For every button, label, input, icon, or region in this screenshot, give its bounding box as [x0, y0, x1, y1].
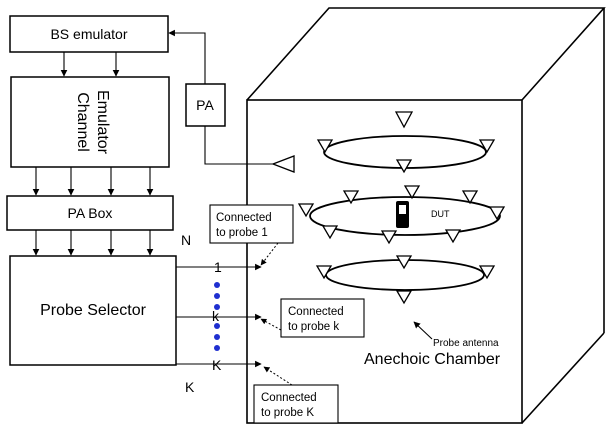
- probe-antenna-icon: [461, 190, 479, 205]
- probe-antenna-icon: [478, 265, 496, 280]
- pa-box-block: PA Box: [6, 195, 174, 231]
- probe-antenna-icon: [395, 255, 413, 270]
- port-label-k-upper: K: [212, 357, 222, 373]
- port-dot: [214, 304, 220, 310]
- port-label-k-outside: K: [185, 379, 195, 395]
- channel-emulator-label-2: Emulator: [94, 90, 111, 155]
- callout-probe-k: Connected to probe k: [260, 298, 365, 338]
- probe-antenna-icon: [316, 139, 334, 154]
- probe-antenna-icon: [321, 225, 339, 240]
- probe-antenna-icon: [488, 206, 506, 221]
- arrow-pa-to-bs: [168, 29, 206, 84]
- line-antenna-to-pa: [204, 126, 273, 165]
- callout-probe-1-line1: Connected: [216, 212, 272, 224]
- probe-antennas: [297, 111, 506, 305]
- probe-antenna-icon: [444, 229, 462, 244]
- pa-block: PA: [185, 83, 226, 127]
- port-dot: [214, 345, 220, 351]
- chamber-bottom-right-edge: [521, 332, 605, 424]
- probe-antenna-icon: [395, 290, 413, 305]
- port-dot: [214, 334, 220, 340]
- probe-antenna-label: Probe antenna: [433, 338, 499, 349]
- port-dot: [214, 323, 220, 329]
- bs-emulator-block: BS emulator: [9, 15, 169, 53]
- callout-probe-K-line2: to probe K: [261, 407, 314, 419]
- channel-emulator-label-1: Channel: [74, 92, 91, 152]
- probe-antenna-icon: [395, 159, 413, 174]
- port-dots: [214, 282, 220, 351]
- channel-emulator-block: Channel Emulator: [10, 76, 170, 168]
- callout-probe-1-line2: to probe 1: [216, 227, 268, 239]
- anechoic-chamber-cube: [246, 7, 606, 424]
- callout-probe-k-line2: to probe k: [288, 321, 339, 333]
- dut-phone-icon: [396, 201, 409, 228]
- probe-antenna-icon: [394, 111, 414, 129]
- chamber-front-face: [246, 99, 523, 424]
- port-label-n: N: [181, 232, 191, 248]
- probe-antenna-icon: [403, 185, 421, 200]
- callout-probe-1: Connected to probe 1: [209, 204, 294, 266]
- callout-probe-k-line1: Connected: [288, 306, 344, 318]
- probe-antenna-icon: [315, 265, 333, 280]
- anechoic-chamber-label: Anechoic Chamber: [364, 351, 501, 368]
- port-label-k-lower: k: [212, 308, 220, 324]
- probe-antenna-pointer: [413, 321, 433, 340]
- probe-antenna-icon: [297, 203, 315, 218]
- pa-box-label: PA Box: [68, 205, 113, 221]
- callout-probe-K-line1: Connected: [261, 392, 317, 404]
- probe-selector-block: Probe Selector: [9, 255, 177, 366]
- chamber-top-face: [246, 7, 606, 101]
- probe-antenna-icon: [478, 139, 496, 154]
- probe-antenna-icon: [342, 190, 360, 205]
- probe-selector-label: Probe Selector: [40, 302, 147, 319]
- probe-ring-middle: [309, 196, 501, 236]
- port-label-1: 1: [214, 259, 222, 275]
- dut-label: DUT: [431, 209, 450, 219]
- probe-antenna-icon: [380, 230, 398, 245]
- block-connections: [32, 29, 273, 368]
- bs-emulator-label: BS emulator: [50, 26, 127, 42]
- uplink-antenna-icon: [271, 155, 295, 173]
- port-dot: [214, 293, 220, 299]
- pa-label: PA: [196, 97, 214, 113]
- port-dot: [214, 282, 220, 288]
- callout-probe-K: Connected to probe K: [253, 366, 339, 424]
